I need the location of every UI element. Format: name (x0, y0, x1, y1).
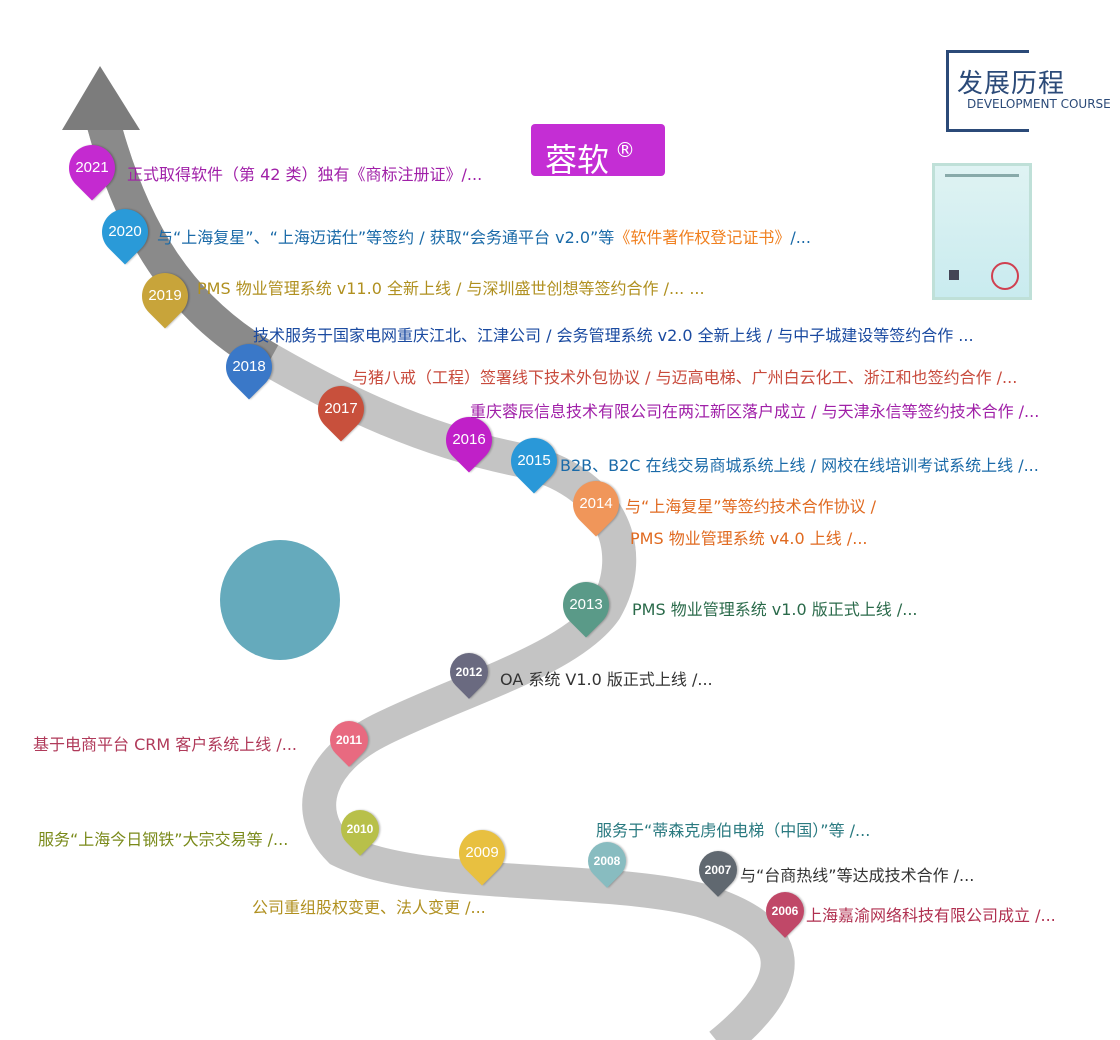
event-description: B2B、B2C 在线交易商城系统上线 / 网校在线培训考试系统上线 /... (560, 456, 1039, 475)
event-description: 上海嘉渝网络科技有限公司成立 /... (806, 906, 1056, 925)
year-label: 2009 (465, 844, 499, 861)
year-pin-2015[interactable]: 2015 (501, 428, 567, 494)
event-description: 与猪八戒（工程）签署线下技术外包协议 / 与迈高电梯、广州白云化工、浙江和也签约… (352, 368, 1018, 387)
event-text-2011: 基于电商平台 CRM 客户系统上线 /... (33, 731, 297, 755)
year-label: 2011 (335, 733, 363, 747)
globe-icon (220, 540, 340, 660)
year-label: 2010 (346, 822, 374, 836)
event-text-2014: 与“上海复星”等签约技术合作协议 / (625, 493, 876, 517)
year-pin-2008[interactable]: 2008 (580, 834, 634, 888)
year-pin-2006[interactable]: 2006 (758, 884, 812, 938)
brand-name: 蓉软 (545, 141, 610, 179)
event-text-2018: 技术服务于国家电网重庆江北、江津公司 / 会务管理系统 v2.0 全新上线 / … (253, 322, 974, 346)
event-tail: /... (790, 228, 811, 247)
year-label: 2017 (324, 400, 358, 417)
year-pin-2019[interactable]: 2019 (132, 263, 198, 329)
section-logo: 发展历程 DEVELOPMENT COURSE (946, 50, 1111, 132)
event-description: 重庆蓉辰信息技术有限公司在两江新区落户成立 / 与天津永信等签约技术合作 /..… (470, 402, 1040, 421)
year-pin-2010[interactable]: 2010 (333, 802, 387, 856)
event-description: OA 系统 V1.0 版正式上线 /... (500, 670, 713, 689)
year-label: 2021 (75, 159, 109, 176)
year-label: 2007 (704, 863, 732, 877)
year-pin-2021[interactable]: 2021 (59, 135, 125, 201)
event-text-2012: OA 系统 V1.0 版正式上线 /... (500, 666, 713, 690)
arrow-head-icon (62, 66, 140, 130)
event-description: PMS 物业管理系统 v1.0 版正式上线 /... (632, 600, 918, 619)
event-description: 技术服务于国家电网重庆江北、江津公司 / 会务管理系统 v2.0 全新上线 / … (253, 326, 974, 345)
year-pin-2007[interactable]: 2007 (691, 843, 745, 897)
title-en: DEVELOPMENT COURSE (967, 97, 1111, 111)
year-label: 2019 (148, 287, 182, 304)
event-text-2014-line2: PMS 物业管理系统 v4.0 上线 /... (630, 529, 868, 548)
event-description: 与“台商热线”等达成技术合作 /... (740, 866, 975, 885)
event-description: 服务于“蒂森克虏伯电梯（中国）”等 /... (596, 821, 871, 840)
event-description: 公司重组股权变更、法人变更 /... (252, 898, 486, 917)
year-label: 2013 (569, 596, 603, 613)
year-pin-2011[interactable]: 2011 (322, 713, 376, 767)
year-pin-2014[interactable]: 2014 (563, 471, 629, 537)
event-text-2016: 重庆蓉辰信息技术有限公司在两江新区落户成立 / 与天津永信等签约技术合作 /..… (470, 398, 1039, 422)
event-text-2015: B2B、B2C 在线交易商城系统上线 / 网校在线培训考试系统上线 /... (560, 452, 1039, 476)
year-label: 2012 (455, 665, 483, 679)
year-label: 2008 (593, 854, 621, 868)
event-description: 正式取得软件（第 42 类）独有《商标注册证》/... (127, 165, 483, 184)
year-label: 2018 (232, 358, 266, 375)
certificate-image (932, 163, 1032, 300)
event-text-2013: PMS 物业管理系统 v1.0 版正式上线 /... (632, 596, 918, 620)
event-text-2009: 公司重组股权变更、法人变更 /... (252, 894, 486, 918)
event-description: 基于电商平台 CRM 客户系统上线 /... (33, 735, 298, 754)
year-label: 2015 (517, 452, 551, 469)
event-text-2020: 与“上海复星”、“上海迈诺仕”等签约 / 获取“会务通平台 v2.0”等《软件著… (157, 224, 811, 248)
year-pin-2009[interactable]: 2009 (449, 820, 515, 886)
year-label: 2020 (108, 223, 142, 240)
event-text-2017: 与猪八戒（工程）签署线下技术外包协议 / 与迈高电梯、广州白云化工、浙江和也签约… (352, 364, 1017, 388)
event-highlight: 《软件著作权登记证书》 (614, 228, 791, 247)
event-description: 与“上海复星”、“上海迈诺仕”等签约 / 获取“会务通平台 v2.0”等 (157, 228, 615, 247)
year-label: 2014 (579, 495, 613, 512)
title-cn: 发展历程 (957, 69, 1066, 99)
event-text-2021: 正式取得软件（第 42 类）独有《商标注册证》/... (127, 161, 482, 185)
event-text-2006: 上海嘉渝网络科技有限公司成立 /... (806, 902, 1056, 926)
year-label: 2016 (452, 431, 486, 448)
year-pin-2013[interactable]: 2013 (553, 572, 619, 638)
event-text-2007: 与“台商热线”等达成技术合作 /... (740, 862, 974, 886)
year-pin-2020[interactable]: 2020 (92, 199, 158, 265)
event-description: 服务“上海今日钢铁”大宗交易等 /... (38, 830, 289, 849)
brand-badge: 蓉软® (531, 124, 665, 179)
event-text-2019: PMS 物业管理系统 v11.0 全新上线 / 与深圳盛世创想等签约合作 /..… (197, 275, 705, 299)
event-text-2010: 服务“上海今日钢铁”大宗交易等 /... (38, 826, 288, 850)
registered-mark: ® (615, 138, 636, 162)
event-description: 与“上海复星”等签约技术合作协议 / (625, 497, 877, 516)
event-text-2008: 服务于“蒂森克虏伯电梯（中国）”等 /... (596, 817, 870, 841)
year-label: 2006 (771, 904, 799, 918)
event-description: PMS 物业管理系统 v11.0 全新上线 / 与深圳盛世创想等签约合作 /..… (197, 279, 705, 298)
year-pin-2012[interactable]: 2012 (442, 645, 496, 699)
